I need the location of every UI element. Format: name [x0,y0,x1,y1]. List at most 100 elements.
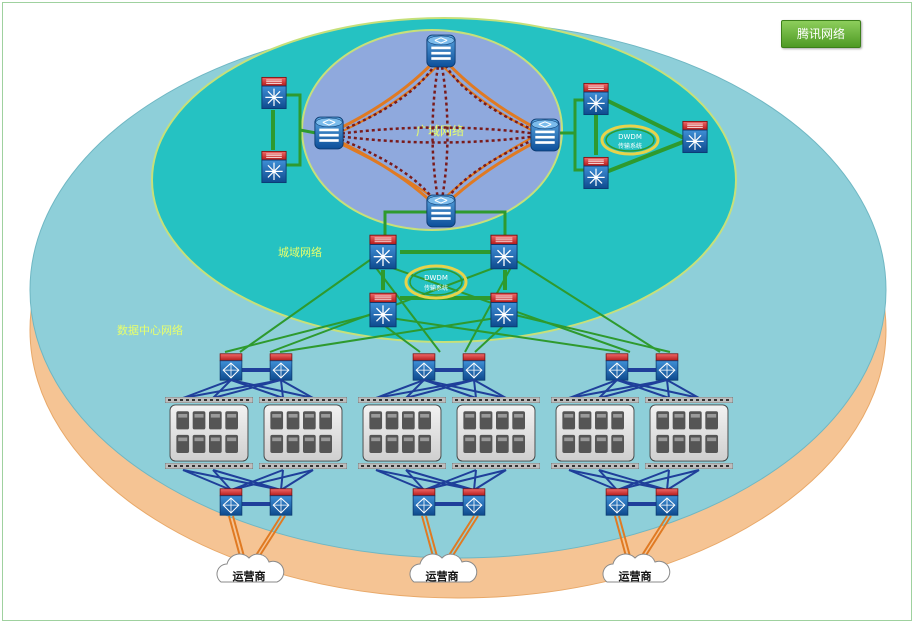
dwdm-ring-metro: DWDM 传输系统 [404,264,468,300]
datacenter-pods [165,353,733,561]
border-uplink [230,469,314,491]
cloud-icon [602,553,671,583]
tencent-network-badge[interactable]: 腾讯网络 [781,20,861,48]
border-uplink [212,469,232,491]
agg-uplink [230,379,314,399]
agg-uplink [616,379,700,399]
agg-switch-left [412,353,436,381]
agg-uplink [182,379,232,399]
carrier-uplink [228,515,286,561]
carrier-label: 运营商 [233,569,266,583]
border-uplink [616,469,670,491]
tor-switch [358,397,446,403]
border-uplink [230,469,284,491]
border-uplink [666,469,700,491]
carrier-label: 运营商 [619,569,652,583]
border-uplink [182,469,282,491]
border-uplink [212,469,282,491]
tor-switch [259,397,347,403]
agg-uplink [423,379,507,399]
border-uplink [375,469,475,491]
wan-router-left [314,116,344,150]
carrier-cloud-1: 运营商 [216,553,285,583]
tor-switch [645,463,733,469]
carrier-clouds: 运营商运营商运营商 [216,553,671,583]
edge-switch-right-bottom [583,156,609,190]
server-rack [263,404,343,462]
border-uplink [280,469,314,491]
metro-switch-tl [369,234,397,270]
wan-router-top [426,34,456,68]
metro-switch-br [490,292,518,328]
dwdm-title-wan: DWDM [618,133,642,141]
wan-router-bottom [426,194,456,228]
carrier-cloud-2: 运营商 [409,553,478,583]
tor-switch [551,463,639,469]
edge-switch-right-top [583,82,609,116]
dwdm-subtitle-metro: 传输系统 [424,284,448,292]
border-uplink [375,469,425,491]
border-uplink [182,469,232,491]
agg-switch-left [219,353,243,381]
agg-uplink [230,379,284,399]
agg-switch-left [605,353,629,381]
tor-switch [358,463,446,469]
agg-uplink [405,379,475,399]
agg-switch-right [462,353,486,381]
agg-uplink [666,379,700,399]
pod-1 [165,353,347,561]
tor-switch [452,463,540,469]
carrier-cloud-3: 运营商 [602,553,671,583]
datacenter-label: 数据中心网络 [117,323,183,337]
server-rack [456,404,536,462]
agg-uplink [666,379,670,399]
agg-uplink [375,379,475,399]
cloud-icon [409,553,478,583]
border-uplink [280,469,284,491]
tor-switch [165,463,253,469]
dwdm-title-metro: DWDM [424,274,448,282]
tor-switch [645,397,733,403]
border-uplink [666,469,670,491]
edge-switch-left-bottom [261,150,287,184]
agg-uplink [568,379,668,399]
agg-switch-right [269,353,293,381]
agg-uplink [423,379,477,399]
agg-uplink [405,379,425,399]
agg-uplink [212,379,282,399]
tor-switch [165,397,253,403]
dwdm-ring-wan: DWDM 传输系统 [600,124,660,156]
border-uplink [598,469,668,491]
wan-label: 广域网络 [416,123,464,138]
server-rack [555,404,635,462]
edge-switch-far-right [682,120,708,154]
carrier-uplink [421,515,479,561]
agg-uplink [375,379,425,399]
agg-switch-right [655,353,679,381]
metro-switch-bl [369,292,397,328]
border-switch-left [219,488,243,516]
border-switch-left [605,488,629,516]
dwdm-subtitle-wan: 传输系统 [618,142,642,150]
tor-switch [452,397,540,403]
agg-uplink [598,379,618,399]
cloud-icon [216,553,285,583]
agg-uplink [280,379,284,399]
agg-uplink [568,379,618,399]
pod-2 [358,353,540,561]
agg-uplink [473,379,507,399]
server-rack [649,404,729,462]
agg-uplink [280,379,314,399]
agg-uplink [212,379,232,399]
agg-uplink [616,379,670,399]
server-rack [362,404,442,462]
metro-switch-tr [490,234,518,270]
agg-uplink [598,379,668,399]
agg-uplink [182,379,282,399]
wan-router-right [530,118,560,152]
border-uplink [405,469,425,491]
border-uplink [405,469,475,491]
metro-label: 城域网络 [278,245,322,259]
border-uplink [423,469,477,491]
